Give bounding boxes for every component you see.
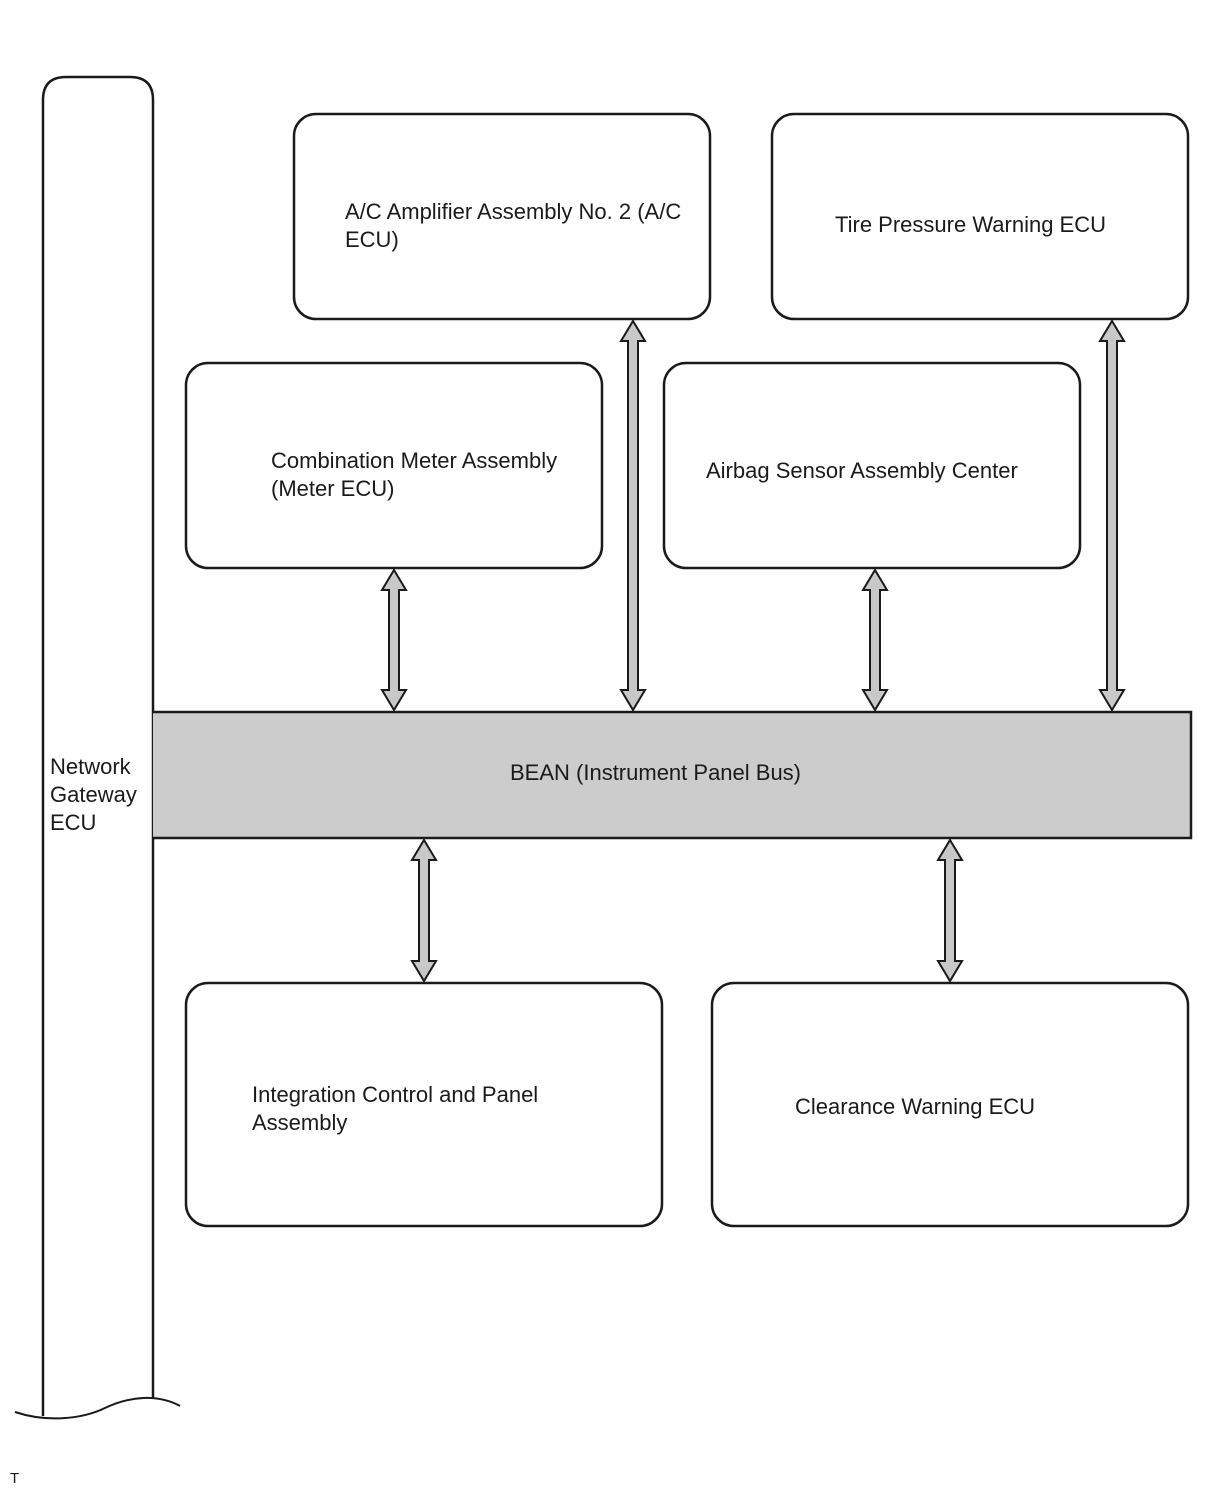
ac-amplifier-box [292, 112, 712, 321]
clearance-warning-label: Clearance Warning ECU [795, 1094, 1036, 1119]
arrow-combination-meter [380, 568, 408, 712]
airbag-sensor-box [662, 361, 1082, 570]
gateway-body [41, 75, 155, 1416]
footer-code: T [10, 1470, 20, 1487]
clearance-warning-box [710, 981, 1190, 1228]
gateway-bottom-wave [14, 1396, 181, 1420]
tire-pressure-warning-label: Tire Pressure Warning ECU [835, 212, 1106, 237]
arrow-ac-amplifier [619, 319, 647, 712]
combination-meter-label: Combination Meter Assembly (Meter ECU) [271, 448, 558, 501]
arrow-tire-pressure [1098, 319, 1126, 712]
integration-control-box [184, 981, 664, 1228]
bean-bus-label: BEAN (Instrument Panel Bus) [510, 760, 802, 785]
bean-bus-outline [153, 710, 1193, 840]
network-gateway-ecu-label: Network Gateway ECU [50, 754, 137, 835]
airbag-sensor-label: Airbag Sensor Assembly Center [706, 458, 1018, 483]
bean-bus-bar [153, 712, 1191, 838]
arrow-airbag-sensor [861, 568, 889, 712]
combination-meter-box [184, 361, 604, 570]
arrow-clearance-warning [936, 838, 964, 983]
ac-amplifier-label: A/C Amplifier Assembly No. 2 (A/C ECU) [345, 199, 682, 252]
integration-control-label: Integration Control and Panel Assembly [252, 1082, 539, 1135]
connector-arrows [380, 319, 1126, 983]
tire-pressure-box [770, 112, 1190, 321]
arrow-integration-control [410, 838, 438, 983]
